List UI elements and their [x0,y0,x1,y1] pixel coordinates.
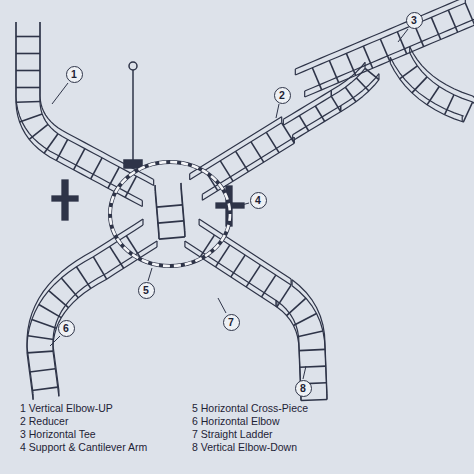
horizontal-elbow [27,219,157,400]
callout-number: 5 [138,282,155,299]
legend-text: 3 Horizontal Tee [20,428,96,440]
leader-line [50,29,408,379]
legend-text: 1 Vertical Elbow-UP [20,402,113,414]
callout-number: 4 [250,192,267,209]
callout-number: 4 [255,195,261,206]
vertical-elbow-down [276,280,327,401]
straight-ladder [190,117,295,200]
callout-number: 1 [66,66,83,83]
legend-text: 4 Support & Cantilever Arm [20,441,147,453]
callout-number: 2 [274,87,291,104]
highlight-outline [110,162,230,266]
callout-number: 6 [58,320,75,337]
horizontal-tee [295,0,474,97]
straight-ladder [185,219,291,307]
horizontal-cross-piece [155,183,185,239]
callout-number: 3 [406,12,423,29]
horizontal-tee [390,47,474,122]
horizontal-tee [331,62,379,111]
callout-number: 8 [295,380,312,397]
legend-text: 7 Straight Ladder [192,428,273,440]
legend-text: 2 Reducer [20,415,68,427]
callout-number: 1 [71,69,77,80]
legend-text: 5 Horizontal Cross-Piece [192,402,308,414]
hanger-rod [124,62,142,168]
callout-number: 6 [63,323,69,334]
callout-number: 7 [223,314,240,331]
callout-number: 3 [411,15,417,26]
vertical-elbow-up [16,22,154,207]
reducer [283,90,340,140]
callout-number: 8 [300,383,306,394]
callout-number: 5 [143,285,149,296]
callout-number: 2 [279,90,285,101]
highlight-outline [110,162,230,266]
callout-number: 7 [228,317,234,328]
cantilever-support [52,180,244,226]
legend-text: 6 Horizontal Elbow [192,415,280,427]
legend-text: 8 Vertical Elbow-Down [192,441,297,453]
